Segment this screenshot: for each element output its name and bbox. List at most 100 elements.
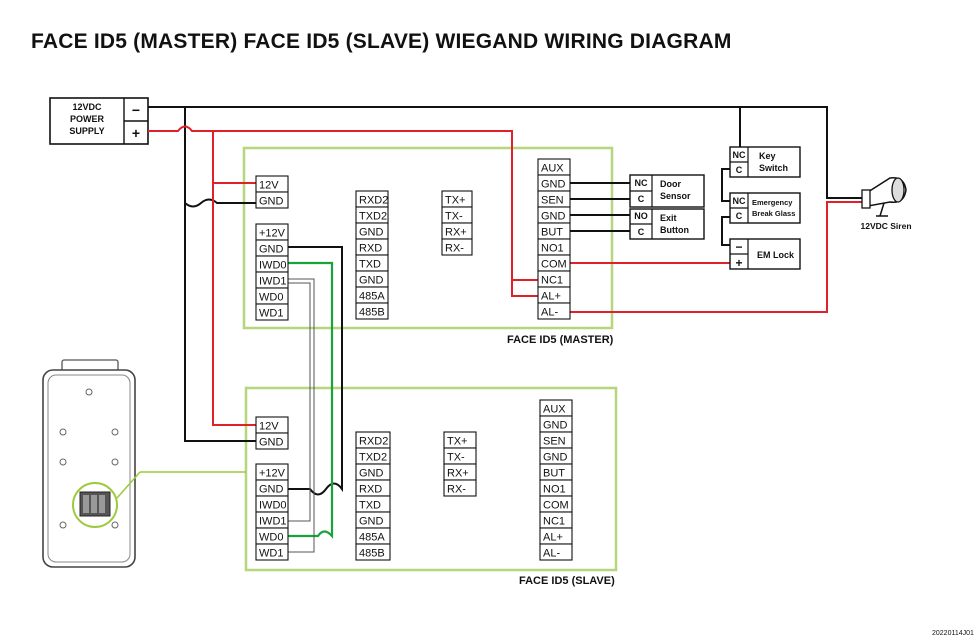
power-supply: 12VDC POWER SUPPLY − + xyxy=(49,97,149,145)
slave-io-terminal-label: NO1 xyxy=(543,484,566,496)
slave-io-terminal-label: NC1 xyxy=(543,516,565,528)
master-label: FACE ID5 (MASTER) xyxy=(507,334,614,346)
slave-wiegand-terminal-label: IWD1 xyxy=(259,516,287,528)
slave-wiegand-terminal-label: GND xyxy=(259,484,284,496)
master-io-terminal-label: SEN xyxy=(541,195,564,207)
master-wiegand-terminal-label: IWD0 xyxy=(259,260,287,272)
master-serial-terminal-label: 485A xyxy=(359,291,385,303)
slave-io-terminal-cell xyxy=(539,543,573,561)
key-switch: NC C Key Switch xyxy=(729,146,801,178)
slave-serial-terminal-label: 485A xyxy=(359,532,385,544)
psu-minus: − xyxy=(132,102,140,118)
psu-label-line1: 12VDC xyxy=(72,102,102,112)
slave-serial-terminal-cell xyxy=(355,543,391,561)
slave-serial-terminal-label: GND xyxy=(359,468,384,480)
master-network-terminals: TX+TX-RX+RX- xyxy=(441,190,473,256)
master-power-terminals: 12V GND xyxy=(255,175,289,209)
exit-button-no: NO xyxy=(634,211,648,221)
master-serial-terminal-cell xyxy=(355,302,389,320)
door-sensor-nc: NC xyxy=(635,178,648,188)
door-sensor-label2: Sensor xyxy=(660,191,691,201)
slave-power-terminal-cell xyxy=(255,432,289,450)
master-io-terminal-cell xyxy=(537,302,571,320)
exit-button-label1: Exit xyxy=(660,213,677,223)
slave-network-terminal-label: RX+ xyxy=(447,468,469,480)
slave-io-terminal-label: BUT xyxy=(543,468,565,480)
master-io-terminal-label: GND xyxy=(541,211,566,223)
emergency-label2: Break Glass xyxy=(752,209,795,218)
master-serial-terminal-label: 485B xyxy=(359,307,385,319)
master-power-terminal-label: 12V xyxy=(259,180,279,192)
master-serial-terminal-label: RXD xyxy=(359,243,382,255)
slave-power-terminals: 12V GND xyxy=(255,416,289,450)
slave-serial-terminal-label: RXD2 xyxy=(359,436,388,448)
master-power-terminal-cell xyxy=(255,191,289,209)
door-sensor-c: C xyxy=(638,194,645,204)
key-switch-label2: Switch xyxy=(759,163,788,173)
siren: 12VDC Siren xyxy=(860,177,912,231)
slave-panel xyxy=(244,386,618,572)
slave-power-terminal-label: GND xyxy=(259,437,284,449)
master-network-terminal-cell xyxy=(441,238,473,256)
slave-wiegand-terminal-cell xyxy=(255,543,289,561)
siren-label: 12VDC Siren xyxy=(860,221,911,231)
slave-io-terminal-label: COM xyxy=(543,500,569,512)
master-wiegand-terminal-label: WD0 xyxy=(259,292,283,304)
slave-io-terminal-label: AL+ xyxy=(543,532,563,544)
slave-power-terminal-label: 12V xyxy=(259,421,279,433)
device-illustration xyxy=(42,359,246,568)
master-serial-terminal-label: GND xyxy=(359,275,384,287)
em-lock-label: EM Lock xyxy=(757,250,795,260)
em-lock: − + EM Lock xyxy=(729,238,801,270)
master-network-terminal-label: RX- xyxy=(445,243,464,255)
key-switch-nc: NC xyxy=(733,150,746,160)
slave-wiegand-terminal-label: IWD0 xyxy=(259,500,287,512)
master-io-terminal-label: NO1 xyxy=(541,243,564,255)
master-io-terminal-label: AUX xyxy=(541,163,564,175)
exit-button-label2: Button xyxy=(660,225,689,235)
master-io-terminal-label: AL- xyxy=(541,307,558,319)
slave-wiegand-terminal-label: WD0 xyxy=(259,532,283,544)
master-network-terminal-label: TX+ xyxy=(445,195,465,207)
slave-serial-terminal-label: 485B xyxy=(359,548,385,560)
slave-network-terminal-label: RX- xyxy=(447,484,466,496)
master-serial-terminal-label: TXD xyxy=(359,259,381,271)
master-wiegand-terminal-label: IWD1 xyxy=(259,276,287,288)
emergency-label1: Emergency xyxy=(752,198,793,207)
master-io-terminal-label: GND xyxy=(541,179,566,191)
page-title: FACE ID5 (MASTER) FACE ID5 (SLAVE) WIEGA… xyxy=(31,30,732,53)
master-wiegand-terminal-cell xyxy=(255,303,289,321)
psu-plus: + xyxy=(132,125,140,141)
emergency-break-glass: NC C Emergency Break Glass xyxy=(729,192,801,224)
master-network-terminal-label: TX- xyxy=(445,211,463,223)
red-wires xyxy=(148,125,868,426)
master-io-terminal-label: NC1 xyxy=(541,275,563,287)
slave-serial-terminal-label: TXD2 xyxy=(359,452,387,464)
door-sensor-label1: Door xyxy=(660,179,681,189)
slave-label: FACE ID5 (SLAVE) xyxy=(519,575,615,587)
em-lock-minus: − xyxy=(735,240,742,254)
master-power-terminal-label: GND xyxy=(259,196,284,208)
emergency-c: C xyxy=(736,211,743,221)
exit-button-c: C xyxy=(638,227,645,237)
slave-io-terminal-label: GND xyxy=(543,420,568,432)
door-sensor: NC C Door Sensor xyxy=(629,174,705,208)
emergency-nc: NC xyxy=(733,196,746,206)
master-wiegand-terminal-label: WD1 xyxy=(259,308,283,320)
exit-button: NO C Exit Button xyxy=(629,208,705,240)
master-wiegand-terminal-label: GND xyxy=(259,244,284,256)
slave-io-terminal-label: AUX xyxy=(543,404,566,416)
slave-wiegand-terminal-label: +12V xyxy=(259,468,286,480)
slave-network-terminal-cell xyxy=(443,479,477,497)
slave-io-terminal-label: SEN xyxy=(543,436,566,448)
diagram-stamp: 20220114J01 xyxy=(932,630,974,637)
psu-label-line3: SUPPLY xyxy=(69,126,104,136)
slave-serial-terminal-label: RXD xyxy=(359,484,382,496)
master-serial-terminal-label: RXD2 xyxy=(359,195,388,207)
